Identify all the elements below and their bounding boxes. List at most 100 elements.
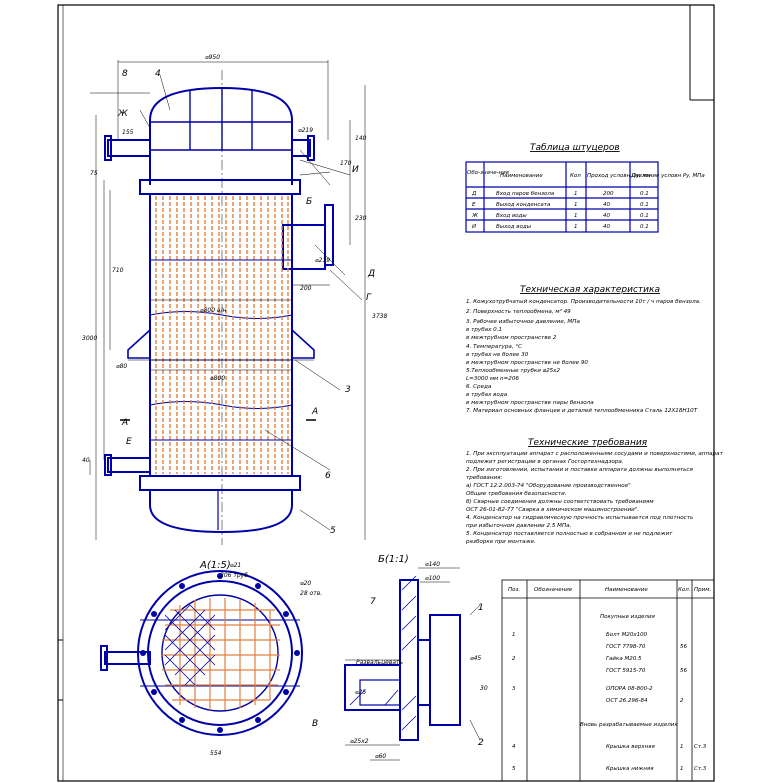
parts-header-pos: Поз. — [508, 587, 520, 593]
nozzle-row-code: Ж — [471, 213, 479, 219]
dim-spacing: 710 — [112, 267, 124, 274]
parts-header-designation: Обозначение — [534, 587, 573, 593]
parts-row-qty: 1 — [680, 744, 684, 750]
parts-header-name: Наименование — [605, 587, 648, 593]
dim-tube-d-top: ⌀800 в/н — [200, 307, 227, 314]
note-rasvaltsovat: Развальцевать — [356, 659, 404, 666]
position-markers: А А Б В Г Д Е Ж И 1 2 3 4 5 6 7 8 — [117, 69, 484, 748]
dim-b-140: ⌀140 — [425, 561, 440, 568]
nozzle-row-qty: 1 — [574, 191, 578, 197]
parts-row-qty: 2 — [680, 698, 684, 704]
marker-zh: Ж — [117, 109, 128, 119]
nozzle-row-qty: 1 — [574, 213, 578, 219]
cross-section-a-bolts — [140, 573, 300, 733]
nozzle-row-py: 0.1 — [640, 191, 649, 197]
drawing-frame — [57, 4, 715, 782]
parts-row-pos: 2 — [512, 656, 516, 662]
dim-bolt-holes: 28 отв. — [300, 590, 322, 597]
tech-spec-line: в межтрубном пространстве 2 — [466, 335, 557, 341]
parts-section-title: Покупные изделия — [600, 614, 656, 620]
dim-nozzle-dia-top: ⌀219 — [298, 127, 313, 134]
dim-fixing: ⌀21 — [230, 562, 241, 569]
marker-a-left: А — [121, 418, 128, 428]
nozzle-header-py: Давление условн Py, МПа — [630, 173, 705, 179]
requirements-line: б) Сварные соединения должны соответство… — [466, 499, 654, 505]
nozzle-row-qty: 1 — [574, 202, 578, 208]
nozzle-row-py: 0.1 — [640, 202, 649, 208]
nozzle-row-py: 0.1 — [640, 224, 649, 230]
parts-row-name: ГОСТ 5915-70 — [606, 668, 646, 674]
marker-p7: 7 — [370, 597, 376, 607]
dim-nozzle-offset: 155 — [122, 129, 134, 136]
nozzle-row-dy: 40 — [603, 213, 610, 219]
marker-p8: 8 — [122, 69, 128, 79]
dim-bolts: ⌀20 — [300, 580, 311, 587]
parts-row-name: Крышка нижняя — [606, 766, 654, 772]
parts-row-name: ОСТ 26.296-84 — [606, 698, 648, 704]
marker-p1: 1 — [478, 603, 484, 613]
nozzle-row-code: И — [472, 224, 476, 230]
tech-spec-line: в трубах вода — [466, 392, 508, 398]
tech-spec-title: Техническая характеристика — [520, 285, 660, 295]
dim-b-45: ⌀45 — [470, 655, 481, 662]
cross-section-a-hatch — [164, 604, 216, 686]
marker-i: И — [352, 165, 359, 175]
marker-p6: 6 — [325, 471, 331, 481]
dim-bottom-40: 40 — [82, 457, 90, 464]
requirements-line: ОСТ 26-01-82-77 "Сварка в химическом маш… — [466, 507, 639, 513]
nozzle-row-dy: 40 — [603, 224, 610, 230]
requirements-line: требования: — [466, 475, 503, 481]
parts-header-qty: Кол. — [678, 587, 691, 593]
nozzle-row-py: 0.1 — [640, 213, 649, 219]
dim-b-60: ⌀60 — [375, 753, 386, 760]
requirements-line: 5. Конденсатор поставляется полностью в … — [466, 531, 673, 537]
parts-row-pos: 3 — [512, 686, 516, 692]
dim-base: 554 — [210, 750, 222, 757]
dim-b-30: 30 — [480, 685, 488, 692]
dim-small-80: ⌀80 — [116, 363, 127, 370]
view-titles: А(1:5) Б(1:1) — [199, 554, 409, 571]
requirements-title: Технические требования — [528, 438, 648, 448]
tube-bundle — [155, 196, 289, 474]
requirements-line: подлежит регистрации в органах Госгортех… — [466, 459, 624, 465]
dim-tube-d-mid: ⌀800 — [210, 375, 225, 382]
tech-spec-line: 3. Рабочее избыточное давление, МПа — [466, 319, 580, 325]
dim-span-170: 170 — [340, 160, 352, 167]
requirements-line: 2. При изготовлении, испытании и поставк… — [466, 467, 693, 473]
parts-section-title: Вновь разрабатываемые изделия — [580, 722, 678, 728]
dim-top-140: 140 — [355, 135, 367, 142]
dim-b-100: ⌀100 — [425, 575, 440, 582]
dim-overall-diameter: ⌀950 — [205, 54, 220, 61]
tech-spec-line: в межтрубном пространстве пары бензола — [466, 400, 594, 406]
tech-spec-line: 4. Температура, °С — [466, 344, 522, 350]
nozzle-row-name: Вход паров бензола — [496, 191, 555, 197]
nozzle-row-dy: 200 — [603, 191, 614, 197]
marker-e: Е — [126, 437, 132, 447]
marker-v: В — [312, 719, 318, 729]
parts-row-pos: 4 — [512, 744, 516, 750]
marker-p5: 5 — [330, 526, 336, 536]
dim-b-25x2: ⌀25х2 — [350, 738, 369, 745]
dim-rods: 206 труб — [220, 572, 248, 579]
marker-g: Г — [366, 293, 372, 303]
nozzle-row-name: Вход воды — [496, 213, 527, 219]
cross-section-a-tubes — [162, 598, 280, 710]
nozzle-table — [465, 161, 659, 233]
parts-row-name: ОПОРА 08-800-2 — [606, 686, 653, 692]
parts-row-note: Ст.3 — [694, 766, 707, 772]
nozzle-table-rows: Д Вход паров бензола 1 200 0.1 Е Выход к… — [471, 191, 649, 230]
marker-a-right: А — [311, 407, 318, 417]
nozzle-table-header: Обо-значе-ние Наименование Кол Проход ус… — [467, 170, 705, 179]
requirements-line: 1. При эксплуатации аппарат с расположен… — [466, 451, 724, 457]
cross-section-a — [100, 570, 303, 736]
marker-b: Б — [306, 197, 312, 207]
dim-small-75: 75 — [90, 170, 98, 177]
tech-spec-line: 2. Поверхность теплообмена, м² 49 — [466, 308, 571, 315]
nozzle-row-code: Д — [471, 191, 477, 197]
nozzle-table-title: Таблица штуцеров — [530, 143, 620, 153]
dim-tube-length: 3000 — [82, 335, 97, 342]
detail-b-dims — [345, 567, 481, 761]
tech-spec-line: в трубах не более 30 — [466, 352, 529, 358]
parts-table-rows: Покупные изделия 1 Болт М20х100 ГОСТ 779… — [512, 614, 707, 772]
